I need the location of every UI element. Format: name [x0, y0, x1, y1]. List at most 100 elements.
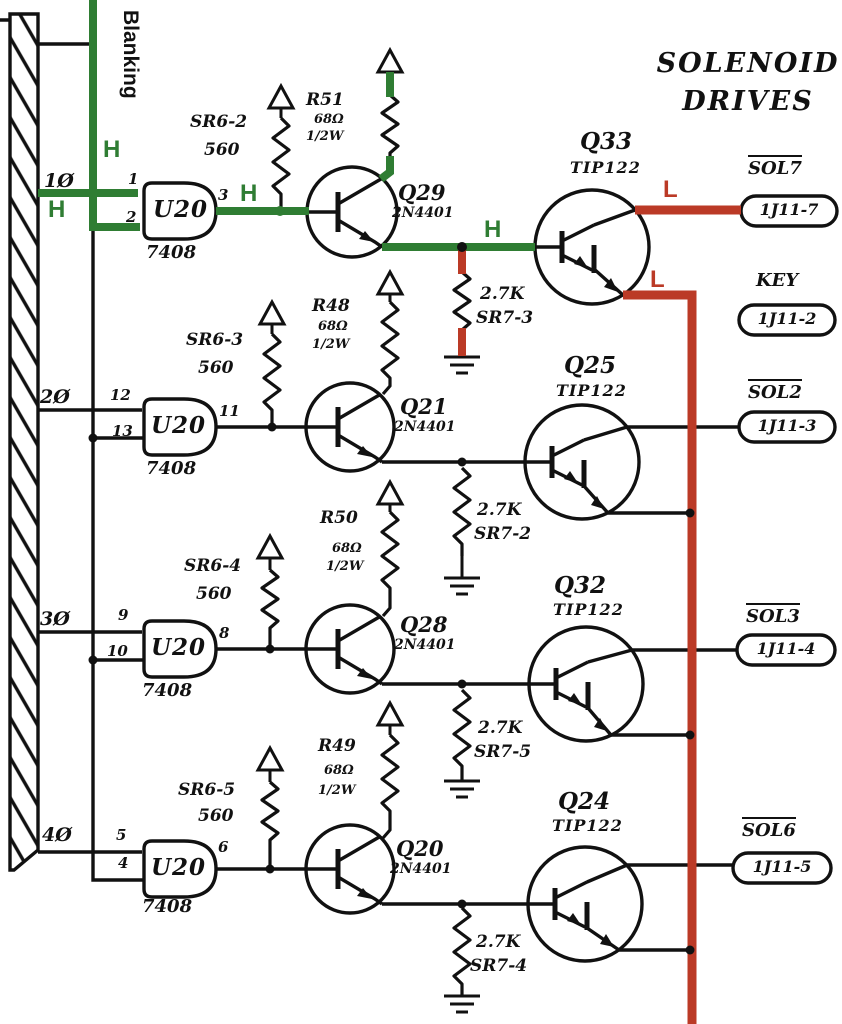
gate4-chip: U20	[151, 854, 207, 881]
high-label-4: H	[484, 216, 502, 243]
blanking-label: Blanking	[119, 10, 142, 99]
resistor-sr6-4	[260, 568, 280, 648]
high-label-1: H	[103, 136, 121, 163]
gate2-pin-out: 11	[219, 402, 240, 420]
sol6-pin: 1J11-5	[752, 857, 812, 876]
ground-symbols	[444, 355, 480, 1014]
phase-label-1: 1Ø	[44, 170, 74, 192]
sr6-2-ref: SR6-2	[190, 112, 248, 132]
gate1-part: 7408	[146, 242, 197, 263]
gate1-pin-out: 3	[218, 186, 229, 204]
emitter-wires	[382, 245, 562, 906]
sr6-3-value: 560	[198, 358, 234, 378]
page-title-line1: SOLENOID	[656, 48, 840, 79]
resistor-sr7-row4	[452, 906, 472, 995]
resistor-r51	[380, 93, 400, 163]
q28-ref: Q28	[400, 612, 448, 637]
resistor-sr7-row3	[452, 688, 472, 780]
sr6-2-value: 560	[204, 140, 240, 160]
r51-collector-trace	[378, 156, 394, 183]
r50-value: 68Ω	[332, 541, 362, 556]
sol6-signal: SOL6	[742, 817, 796, 841]
gate3-pin-b: 10	[107, 642, 128, 660]
r49-value: 68Ω	[324, 763, 354, 778]
gate4-pin-b: 4	[118, 854, 129, 872]
blanking-trace	[89, 0, 140, 231]
gate4-part: 7408	[142, 896, 193, 917]
q32-part: TIP122	[553, 600, 624, 619]
sol7-pin: 1J11-7	[759, 200, 819, 219]
phase-label-2: 2Ø	[40, 386, 70, 408]
r51-ref: R51	[306, 90, 344, 110]
q21-ref: Q21	[400, 394, 448, 419]
resistor-sr6-5	[260, 780, 280, 868]
capsule-sol2	[737, 410, 837, 444]
q33-ref: Q33	[580, 128, 633, 155]
phase-label-4: 4Ø	[42, 824, 72, 846]
q29-part: 2N4401	[392, 205, 454, 221]
q33-part: TIP122	[570, 158, 641, 177]
resistor-sr7-row1	[452, 270, 472, 332]
driver-transistors	[304, 165, 399, 915]
sr6-5-value: 560	[198, 806, 234, 826]
sr6-4-value: 560	[196, 584, 232, 604]
resistor-sr6-2	[271, 116, 291, 208]
sol7-signal: SOL7	[748, 155, 802, 179]
q25-ref: Q25	[564, 352, 617, 379]
gate4-pin-a: 5	[116, 826, 127, 844]
q24-ref: Q24	[558, 788, 611, 815]
and-gates	[142, 181, 218, 899]
input-rails	[38, 191, 144, 882]
q28-part: 2N4401	[394, 637, 456, 653]
junction-dots	[88, 242, 695, 955]
gate4-pin-out: 6	[218, 838, 229, 856]
vcc-arrows	[255, 46, 405, 782]
emitter-return-trace	[623, 290, 697, 1024]
gate2-part: 7408	[146, 458, 197, 479]
sol3-signal: SOL3	[746, 603, 800, 627]
r48-value: 68Ω	[318, 319, 348, 334]
r50-ref: R50	[320, 508, 358, 528]
gate3-chip: U20	[151, 634, 207, 661]
gate3-pin-out: 8	[219, 624, 230, 642]
r51-value: 68Ω	[314, 112, 344, 127]
gate1-pin-a: 1	[128, 170, 139, 188]
gate3-part: 7408	[142, 680, 193, 701]
gate2-pin-b: 13	[112, 422, 133, 440]
sr6-3-ref: SR6-3	[186, 330, 244, 350]
sol3-pin: 1J11-4	[756, 639, 816, 658]
resistor-r50	[380, 510, 400, 618]
low-label-2: L	[650, 266, 665, 293]
r50-watt: 1/2W	[326, 559, 364, 574]
edge-connector-bar	[0, 12, 93, 872]
output-wires	[608, 425, 738, 952]
sr7-row2-ref: SR7-2	[474, 524, 532, 544]
sol2-signal: SOL2	[748, 379, 802, 403]
r48-ref: R48	[312, 296, 350, 316]
connector-capsules	[731, 194, 839, 885]
r51-watt: 1/2W	[306, 129, 344, 144]
sr7-row3-ref: SR7-5	[474, 742, 532, 762]
capsule-sol3	[735, 633, 837, 667]
high-label-3: H	[240, 180, 258, 207]
resistor-sr6-3	[262, 332, 282, 426]
q20-ref: Q20	[396, 836, 444, 861]
r49-watt: 1/2W	[318, 783, 356, 798]
q24-part: TIP122	[552, 816, 623, 835]
capsule-sol6	[731, 851, 833, 885]
sol2-pin: 1J11-3	[757, 416, 817, 435]
sr7-row4-value: 2.7K	[476, 932, 521, 952]
power-transistors	[523, 188, 651, 963]
gate1-chip: U20	[153, 196, 209, 223]
resistor-r49	[380, 733, 400, 840]
sr6-4-ref: SR6-4	[184, 556, 242, 576]
sr7-row1-value: 2.7K	[480, 284, 525, 304]
sr7-row3-value: 2.7K	[478, 718, 523, 738]
q25-part: TIP122	[556, 381, 627, 400]
capsule-key	[737, 303, 837, 337]
gate3-pin-a: 9	[118, 606, 129, 624]
resistor-sr7-row2	[452, 466, 472, 556]
sr6-5-ref: SR6-5	[178, 780, 236, 800]
q32-ref: Q32	[554, 572, 607, 599]
